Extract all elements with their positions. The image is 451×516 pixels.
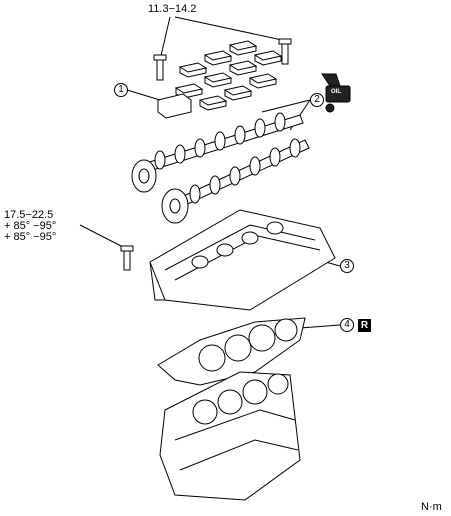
callout-head-gasket: 4 — [340, 318, 354, 332]
camshaft-upper — [131, 112, 304, 193]
head-gasket — [157, 317, 306, 386]
head-bolt-torque-line3: + 85° −95° — [4, 231, 57, 243]
callout-camshafts: 2 — [310, 93, 324, 107]
cylinder-head — [149, 209, 336, 311]
cam-cap-bolt-left — [153, 54, 167, 81]
oil-label: OIL — [331, 89, 341, 95]
cam-cap-bolt-leaders — [159, 16, 283, 61]
unit-label: N·m — [421, 501, 442, 513]
camshaft-caps — [157, 40, 283, 119]
callout-camshaft-caps: 1 — [114, 83, 128, 97]
oil-can-icon — [321, 73, 351, 113]
cylinder-head-bolt — [120, 245, 134, 271]
head-bolt-torque-line2: + 85° −95° — [4, 220, 57, 232]
head-bolt-torque-line1: 17.5−22.5 — [4, 209, 54, 221]
cam-cap-bolt-right — [278, 38, 292, 65]
engine-block — [159, 371, 301, 501]
callout-cylinder-head: 3 — [340, 259, 354, 273]
cam-cap-bolt-torque: 11.3−14.2 — [148, 3, 197, 15]
replace-badge-icon: R — [358, 319, 371, 332]
camshaft-lower — [161, 138, 310, 224]
